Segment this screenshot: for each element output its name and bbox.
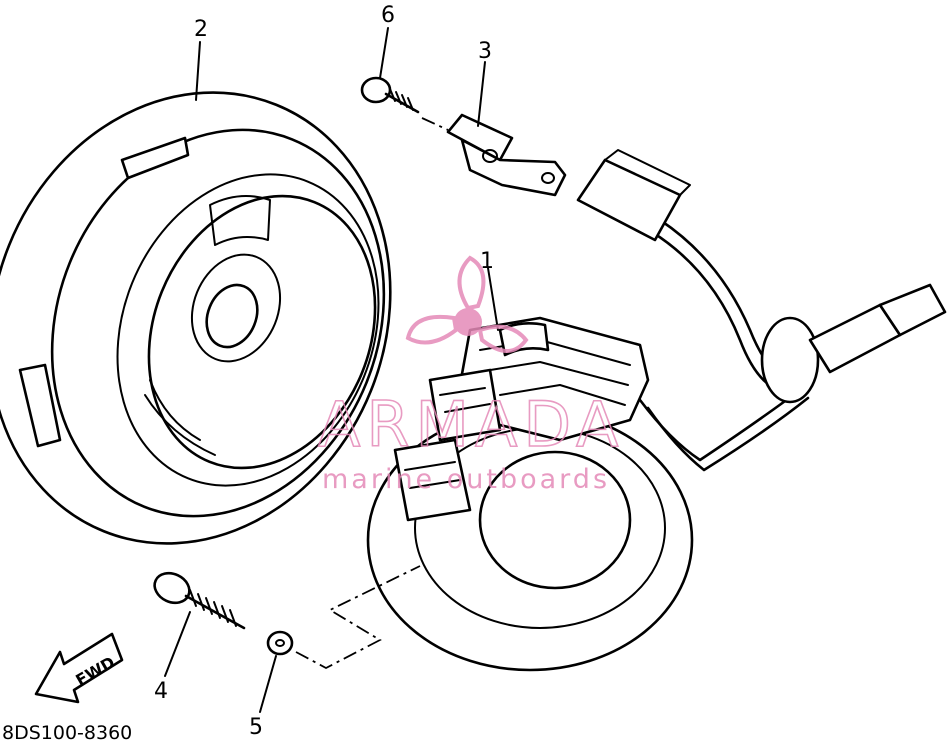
callout-6: 6 [381, 3, 395, 28]
bolt [153, 571, 246, 630]
callout-3: 3 [478, 39, 492, 64]
watermark: ARMADA marine outboards [317, 255, 624, 495]
propeller-logo-icon [405, 255, 529, 353]
diagram-code: 8DS100-8360 [2, 722, 132, 743]
callout-4: 4 [154, 679, 168, 704]
stator-lead-wire [576, 149, 947, 472]
assembly-path-screw [421, 117, 449, 131]
watermark-title: ARMADA [318, 388, 624, 461]
pulser-coil [446, 113, 567, 197]
fwd-arrow-icon: FWD [34, 632, 124, 704]
leader-lines [164, 27, 499, 713]
screw-small [360, 76, 420, 114]
washer [266, 630, 294, 656]
stator-assembly [366, 316, 694, 672]
watermark-subtitle: marine outboards [322, 464, 610, 495]
flywheel-rotor [0, 91, 392, 545]
assembly-path-washer [295, 565, 421, 670]
callout-2: 2 [194, 17, 208, 42]
callout-5: 5 [249, 715, 263, 740]
callout-1: 1 [480, 249, 494, 274]
